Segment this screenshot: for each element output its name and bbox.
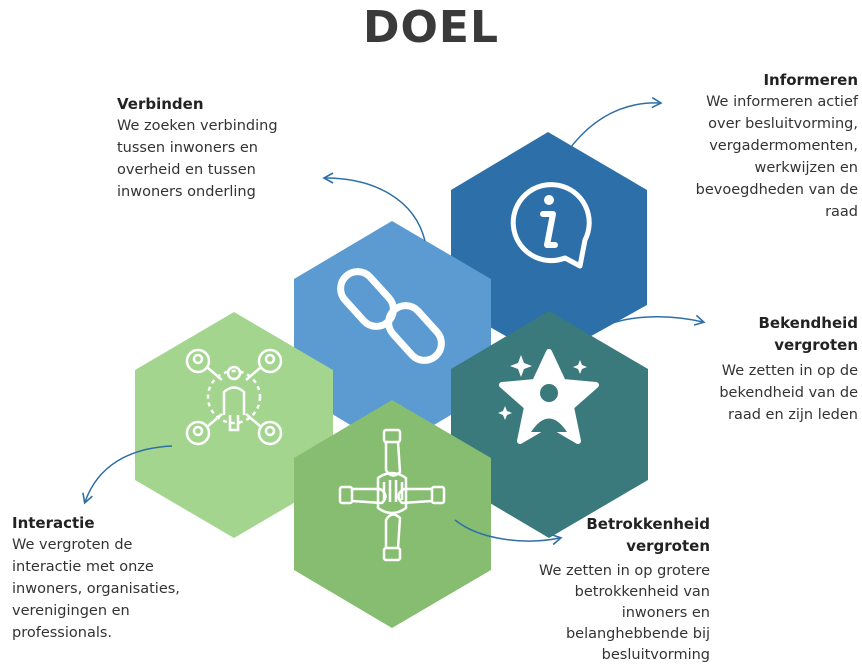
info-speech-bubble-icon <box>510 182 592 269</box>
network-people-icon <box>185 348 283 446</box>
arrow-verbinden <box>322 172 426 242</box>
hands-together-icon <box>338 428 446 562</box>
informeren-text: We informeren actief over besluitvorming… <box>695 94 858 220</box>
interactie-block: Interactie We vergroten de interactie me… <box>12 512 242 644</box>
bekendheid-block: Bekendheid vergroten We zetten in op de … <box>660 312 858 426</box>
star-person-icon <box>498 349 599 444</box>
betrokkenheid-title: Betrokkenheid vergroten <box>586 515 710 555</box>
bekendheid-title: Bekendheid vergroten <box>758 314 859 354</box>
arrow-informeren <box>547 96 663 193</box>
informeren-block: Informeren We informeren actief over bes… <box>620 69 858 223</box>
hex-interactie <box>135 312 333 538</box>
verbinden-block: Verbinden We zoeken verbinding tussen in… <box>117 93 337 203</box>
interactie-title: Interactie <box>12 514 95 532</box>
arrow-bekendheid <box>592 314 706 333</box>
verbinden-text: We zoeken verbinding tussen inwoners en … <box>117 118 278 200</box>
bekendheid-text: We zetten in op de bekendheid van de raa… <box>719 363 858 423</box>
betrokkenheid-block: Betrokkenheid vergroten We zetten in op … <box>480 513 710 666</box>
arrow-interactie <box>82 445 173 505</box>
interactie-text: We vergroten de interactie met onze inwo… <box>12 537 180 641</box>
informeren-title: Informeren <box>763 71 858 89</box>
verbinden-title: Verbinden <box>117 95 204 113</box>
betrokkenheid-text: We zetten in op grotere betrokkenheid va… <box>538 563 710 663</box>
link-icon <box>337 268 445 364</box>
arrow-betrokkenheid <box>454 519 563 546</box>
page-title: DOEL <box>362 2 500 53</box>
